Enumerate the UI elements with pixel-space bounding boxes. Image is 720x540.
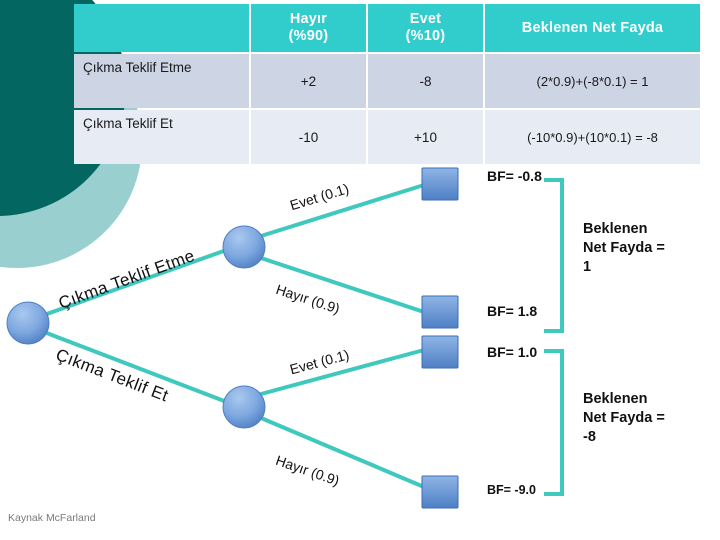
table-header-evet-title: Evet [409, 11, 442, 28]
table-row: Çıkma Teklif Et -10 +10 (-10*0.9)+(10*0.… [74, 110, 700, 164]
branch-label-hayir-2: Hayır (0.9) [273, 452, 342, 489]
table-header-hayir-title: Hayır [289, 11, 328, 28]
table-header-corner [74, 4, 249, 52]
branch-label-hayir-1: Hayır (0.9) [274, 281, 342, 317]
bracket-lower [544, 349, 564, 496]
row-label-offer: Çıkma Teklif Et [74, 110, 249, 164]
branch-label-evet-2: Evet (0.1) [288, 346, 351, 378]
table-header-expected-net-benefit: Beklenen Net Fayda [485, 4, 700, 52]
row-value-no-offer-hayir: +2 [251, 54, 366, 108]
bracket-upper [544, 178, 564, 333]
expected-net-benefit-upper: Beklenen Net Fayda = 1 [583, 221, 665, 276]
expected-net-benefit-lower: Beklenen Net Fayda = -8 [583, 391, 665, 446]
row-value-offer-evet: +10 [368, 110, 483, 164]
row-value-no-offer-evet: -8 [368, 54, 483, 108]
outcome-node-3[interactable] [421, 335, 459, 369]
branch-label-offer: Çıkma Teklif Et [53, 345, 172, 406]
source-note: Kaynak McFarland [8, 512, 96, 524]
outcome-value-1: BF= -0.8 [487, 168, 542, 184]
table-header-hayir-subtitle: (%90) [288, 28, 329, 44]
outcome-value-3: BF= 1.0 [487, 344, 538, 360]
row-calc-offer: (-10*0.9)+(10*0.1) = -8 [485, 110, 700, 164]
branch-hayir-2 [259, 416, 426, 489]
branch-label-no-offer: Çıkma Teklif Etme [56, 245, 198, 313]
outcome-node-2[interactable] [421, 295, 459, 329]
branch-label-evet-1: Evet (0.1) [288, 180, 351, 214]
outcome-value-2: BF= 1.8 [487, 303, 538, 319]
table-header-evet: Evet (%10) [368, 4, 483, 52]
outcome-node-1[interactable] [421, 167, 459, 201]
row-value-offer-hayir: -10 [251, 110, 366, 164]
row-label-no-offer: Çıkma Teklif Etme [74, 54, 249, 108]
table-row: Çıkma Teklif Etme +2 -8 (2*0.9)+(-8*0.1)… [74, 54, 700, 108]
chance-node-offer[interactable] [222, 385, 266, 429]
payoff-table: Hayır (%90) Evet (%10) Beklenen Net Fayd… [72, 2, 702, 166]
table-header-evet-subtitle: (%10) [405, 28, 446, 44]
chance-node-no-offer[interactable] [222, 225, 266, 269]
row-calc-no-offer: (2*0.9)+(-8*0.1) = 1 [485, 54, 700, 108]
outcome-node-4[interactable] [421, 475, 459, 509]
tree-root-node[interactable] [6, 301, 50, 345]
table-header-hayir: Hayır (%90) [251, 4, 366, 52]
table-header-row: Hayır (%90) Evet (%10) Beklenen Net Fayd… [74, 4, 700, 52]
tree-brackets [544, 178, 564, 496]
outcome-value-4: BF= -9.0 [487, 483, 536, 497]
